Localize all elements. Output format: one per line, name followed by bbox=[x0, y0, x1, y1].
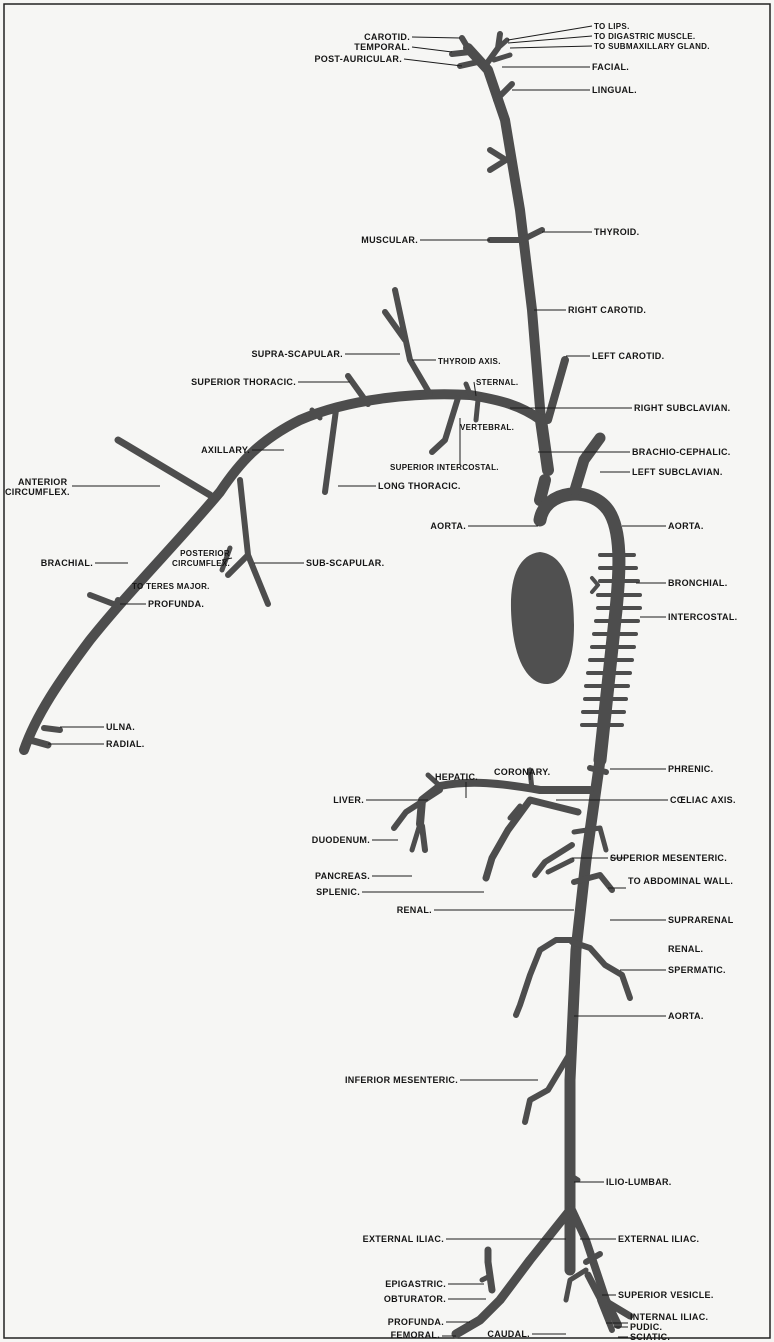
diagram-frame bbox=[4, 4, 770, 1338]
external-iliac-left-vessel bbox=[456, 1210, 570, 1334]
label-coeliac-axis: CŒLIAC AXIS. bbox=[670, 795, 736, 805]
label-thyroid: THYROID. bbox=[594, 227, 639, 237]
label-intercostal: INTERCOSTAL. bbox=[668, 612, 737, 622]
brachio-cephalic-vessel bbox=[541, 420, 548, 470]
label-aorta-right: AORTA. bbox=[668, 521, 704, 531]
label-aorta-lower: AORTA. bbox=[668, 1011, 704, 1021]
label-long-thoracic: LONG THORACIC. bbox=[378, 481, 461, 491]
label-superior-thoracic: SUPERIOR THORACIC. bbox=[191, 377, 296, 387]
bronchial-vessel bbox=[592, 578, 598, 592]
left-carotid-vessel bbox=[548, 360, 565, 420]
temporal-vessel bbox=[452, 52, 470, 54]
spermatic-left-vessel bbox=[516, 940, 572, 1015]
label-sub-scapular: SUB-SCAPULAR. bbox=[306, 558, 384, 568]
label-posterior: POSTERIOR bbox=[180, 549, 230, 558]
label-coronary: CORONARY. bbox=[494, 767, 550, 777]
coeliac-hepatic-vessel bbox=[420, 783, 590, 824]
label-inferior-mesenteric: INFERIOR MESENTERIC. bbox=[345, 1075, 458, 1085]
label-anterior: ANTERIOR bbox=[18, 477, 68, 487]
long-thoracic-vessel bbox=[325, 410, 336, 492]
descending-aorta bbox=[570, 760, 600, 1270]
left-subclavian-vessel bbox=[575, 438, 600, 490]
label-epigastric: EPIGASTRIC. bbox=[385, 1279, 446, 1289]
vessels bbox=[24, 34, 640, 1334]
label-sciatic: SCIATIC. bbox=[630, 1332, 670, 1342]
ulna-vessel bbox=[44, 728, 60, 730]
label-obturator: OBTURATOR. bbox=[384, 1294, 446, 1304]
label-renal-right: RENAL. bbox=[668, 944, 703, 954]
label-femoral: FEMORAL. bbox=[391, 1330, 440, 1340]
label-superior-intercostal: SUPERIOR INTERCOSTAL. bbox=[390, 463, 499, 472]
label-phrenic: PHRENIC. bbox=[668, 764, 713, 774]
pancreas-vessel bbox=[412, 824, 420, 850]
label-to-lips: TO LIPS. bbox=[594, 22, 630, 31]
label-profunda-arm: PROFUNDA. bbox=[148, 599, 204, 609]
superior-intercostal-vessel bbox=[432, 398, 458, 452]
label-superior-vesicle: SUPERIOR VESICLE. bbox=[618, 1290, 714, 1300]
aortic-root bbox=[540, 480, 545, 500]
label-external-iliac-right: EXTERNAL ILIAC. bbox=[618, 1234, 699, 1244]
anterior-circumflex-vessel bbox=[118, 440, 210, 495]
label-facial: FACIAL. bbox=[592, 62, 629, 72]
label-pudic: PUDIC. bbox=[630, 1322, 662, 1332]
label-supra-scapular: SUPRA-SCAPULAR. bbox=[251, 349, 343, 359]
label-vertebral: VERTEBRAL. bbox=[460, 423, 514, 432]
splenic-vessel bbox=[422, 826, 425, 850]
label-to-digastric: TO DIGASTRIC MUSCLE. bbox=[594, 32, 695, 41]
post-auricular-vessel bbox=[460, 62, 478, 66]
label-to-abdominal-wall: TO ABDOMINAL WALL. bbox=[628, 876, 733, 886]
label-right-carotid: RIGHT CAROTID. bbox=[568, 305, 646, 315]
subclavian-axillary-brachial bbox=[24, 394, 541, 750]
labels: CAROTID. TEMPORAL. POST-AURICULAR. TO LI… bbox=[5, 22, 737, 1342]
label-brachio-cephalic: BRACHIO-CEPHALIC. bbox=[632, 447, 731, 457]
label-right-subclavian: RIGHT SUBCLAVIAN. bbox=[634, 403, 730, 413]
label-liver: LIVER. bbox=[333, 795, 364, 805]
label-axillary: AXILLARY. bbox=[201, 445, 250, 455]
label-brachial: BRACHIAL. bbox=[41, 558, 93, 568]
submaxillary-branch bbox=[494, 55, 510, 60]
label-lingual: LINGUAL. bbox=[592, 85, 637, 95]
profunda-arm-vessel bbox=[90, 595, 118, 605]
label-muscular: MUSCULAR. bbox=[361, 235, 418, 245]
label-left-carotid: LEFT CAROTID. bbox=[592, 351, 664, 361]
label-superior-mesenteric: SUPERIOR MESENTERIC. bbox=[610, 853, 727, 863]
label-temporal: TEMPORAL. bbox=[354, 42, 410, 52]
label-splenic: SPLENIC. bbox=[316, 887, 360, 897]
vertebral-vessel bbox=[476, 400, 478, 420]
label-external-iliac-left: EXTERNAL ILIAC. bbox=[363, 1234, 444, 1244]
carotid-terminal bbox=[462, 38, 468, 48]
neck-branch bbox=[490, 150, 506, 170]
label-carotid: CAROTID. bbox=[364, 32, 410, 42]
epigastric-obturator-vessel bbox=[488, 1250, 492, 1290]
label-aorta-left: AORTA. bbox=[430, 521, 466, 531]
label-caudal: CAUDAL. bbox=[487, 1329, 530, 1339]
label-duodenum: DUODENUM. bbox=[312, 835, 370, 845]
label-hepatic: HEPATIC. bbox=[435, 772, 478, 782]
label-suprarenal: SUPRARENAL bbox=[668, 915, 734, 925]
label-radial: RADIAL. bbox=[106, 739, 145, 749]
label-spermatic: SPERMATIC. bbox=[668, 965, 726, 975]
supra-scapular-vessel bbox=[385, 290, 430, 394]
label-bronchial: BRONCHIAL. bbox=[668, 578, 728, 588]
label-thyroid-axis: THYROID AXIS. bbox=[438, 357, 501, 366]
label-to-teres-major: TO TERES MAJOR. bbox=[132, 582, 210, 591]
label-internal-iliac: INTERNAL ILIAC. bbox=[630, 1312, 708, 1322]
label-circumflex: CIRCUMFLEX. bbox=[5, 487, 70, 497]
label-pancreas: PANCREAS. bbox=[315, 871, 370, 881]
radial-vessel bbox=[30, 740, 48, 745]
label-left-subclavian: LEFT SUBCLAVIAN. bbox=[632, 467, 723, 477]
label-ulna: ULNA. bbox=[106, 722, 135, 732]
label-to-submaxillary: TO SUBMAXILLARY GLAND. bbox=[594, 42, 710, 51]
heart bbox=[511, 552, 574, 684]
sub-scapular-vessel bbox=[228, 480, 268, 604]
label-post-auricular: POST-AURICULAR. bbox=[315, 54, 403, 64]
label-ilio-lumbar: ILIO-LUMBAR. bbox=[606, 1177, 672, 1187]
phrenic-vessel bbox=[590, 768, 606, 772]
label-posterior-circumflex: CIRCUMFLEX. bbox=[172, 559, 230, 568]
label-profunda-leg: PROFUNDA. bbox=[388, 1317, 444, 1327]
label-renal-left: RENAL. bbox=[397, 905, 432, 915]
suprarenal-vessel bbox=[548, 860, 572, 872]
label-sternal: STERNAL. bbox=[476, 378, 518, 387]
